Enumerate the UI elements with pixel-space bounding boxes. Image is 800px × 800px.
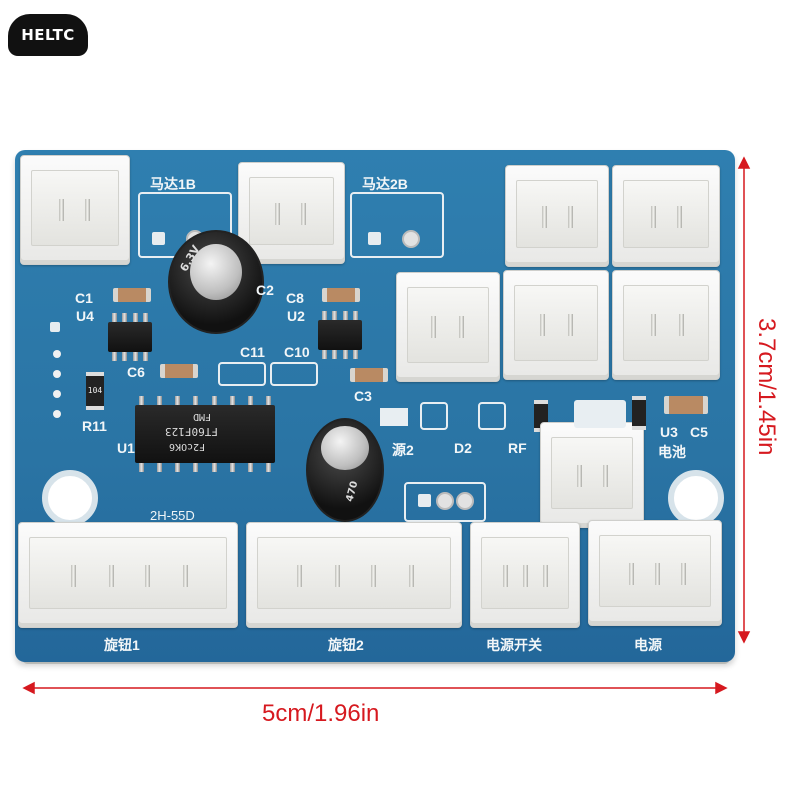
label-d2: D2 [454, 440, 472, 456]
motor-2b-round-pad [402, 230, 420, 248]
capacitor-c2: 6.3V [168, 230, 264, 334]
resistor-near-u3 [632, 396, 646, 430]
connector-knob-2 [246, 522, 462, 628]
label-source2: 源2 [392, 442, 414, 458]
connector-power [588, 520, 722, 626]
label-c3: C3 [354, 388, 372, 404]
label-motor-2b: 马达2B [362, 176, 408, 192]
motor-1b-square-pad [152, 232, 165, 245]
connector-motor-1 [238, 162, 345, 264]
silk-rect-white [380, 408, 408, 426]
height-arrow-top [737, 156, 751, 169]
smd-c11-outline [218, 362, 266, 386]
connector-top-left [20, 155, 130, 265]
capacitor-c3: 470 [306, 418, 384, 522]
width-arrow-left [22, 681, 35, 695]
label-c8: C8 [286, 290, 304, 306]
label-knob-1: 旋钮1 [104, 637, 140, 653]
pad-source-row [404, 482, 486, 522]
smd-c10-outline [270, 362, 318, 386]
height-dimension-label: 3.7cm/1.45in [753, 318, 780, 456]
motor-2b-pad-outline [350, 192, 444, 258]
via-1 [53, 350, 61, 358]
label-rf: RF [508, 440, 527, 456]
source-round-pad-1 [436, 492, 454, 510]
via-3 [53, 390, 61, 398]
smd-cap-c5 [664, 396, 708, 414]
label-u3: U3 [660, 424, 678, 440]
connector-middle-2 [503, 270, 609, 380]
ic-u4 [108, 313, 152, 361]
label-c10: C10 [284, 344, 310, 360]
width-arrow-right [715, 681, 728, 695]
resistor-r11: 104 [86, 372, 104, 410]
label-part-code: 2H-55D [150, 508, 195, 523]
label-c1: C1 [75, 290, 93, 306]
label-c11: C11 [240, 344, 265, 360]
label-motor-1b: 马达1B [150, 176, 196, 192]
square-pad-left [50, 322, 60, 332]
label-power-switch: 电源开关 [486, 637, 542, 653]
label-u4: U4 [76, 308, 94, 324]
pad-d2-2 [478, 402, 506, 430]
mounting-hole-left [42, 470, 98, 526]
connector-top-right-1 [505, 165, 609, 267]
silk-rect-u3 [574, 400, 626, 428]
smd-cap-c6 [160, 364, 198, 378]
label-u1: U1 [117, 440, 135, 456]
motor-2b-square-pad [368, 232, 381, 245]
connector-battery [540, 422, 644, 528]
label-c5: C5 [690, 424, 708, 440]
pad-d2-1 [420, 402, 448, 430]
label-c2: C2 [256, 282, 274, 298]
connector-middle-3 [612, 270, 720, 380]
connector-power-switch [470, 522, 580, 628]
smd-cap-c1 [113, 288, 151, 302]
smd-cap-c8 [322, 288, 360, 302]
via-4 [53, 410, 61, 418]
source-round-pad-2 [456, 492, 474, 510]
ic-u1: FMD FT60F123 F2cOK6 [135, 396, 275, 472]
label-u2: U2 [287, 308, 305, 324]
via-2 [53, 370, 61, 378]
connector-knob-1 [18, 522, 238, 628]
height-arrow-bottom [737, 631, 751, 644]
connector-top-right-2 [612, 165, 720, 267]
connector-middle-1 [396, 272, 500, 382]
width-dimension-label: 5cm/1.96in [262, 700, 380, 727]
label-battery: 电池 [658, 444, 686, 460]
label-r11: R11 [82, 418, 107, 434]
label-power: 电源 [634, 637, 662, 653]
source-square-pad [418, 494, 431, 507]
brand-logo: HELTC [8, 14, 88, 56]
smd-cap-c3-pad [350, 368, 388, 382]
ic-u2 [318, 311, 362, 359]
label-knob-2: 旋钮2 [328, 637, 364, 653]
label-c6: C6 [127, 364, 145, 380]
